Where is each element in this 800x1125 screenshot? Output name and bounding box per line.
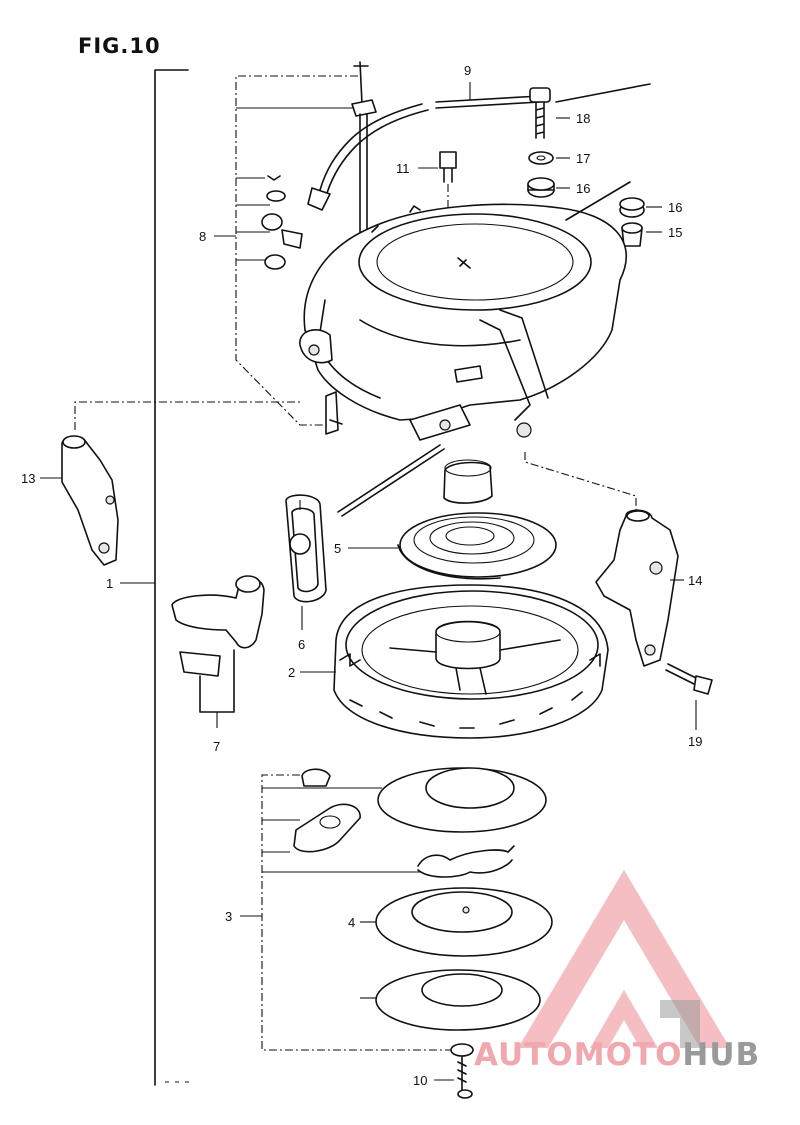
cable-clip	[325, 391, 343, 435]
reel-2	[300, 584, 609, 739]
callout-14: 14	[688, 573, 703, 588]
grommet-16-right	[619, 197, 662, 218]
callout-18: 18	[576, 111, 591, 126]
starter-housing	[299, 181, 631, 441]
callout-19: 19	[688, 734, 703, 749]
leader-lines	[165, 500, 301, 1083]
spiral-spring-5	[348, 459, 557, 580]
stopper-bracket-13	[40, 401, 300, 566]
washer-17	[528, 151, 570, 165]
callout-3: 3	[225, 909, 233, 924]
screw-10	[434, 1043, 474, 1099]
callout-13: 13	[21, 471, 36, 486]
starter-handle-7	[171, 575, 265, 728]
starter-rope	[337, 444, 445, 517]
callout-15: 15	[668, 225, 683, 240]
callout-2: 2	[288, 665, 296, 680]
callout-5: 5	[334, 541, 342, 556]
callout-16-left: 16	[576, 181, 591, 196]
callout-6: 6	[298, 637, 306, 652]
watermark-part-hub: HUB	[682, 1037, 761, 1073]
watermark-brand: AUTOMOTOHUB	[474, 1040, 760, 1071]
callout-16-right: 16	[668, 200, 683, 215]
collar-15	[621, 222, 662, 247]
watermark-part-moto: MOTO	[573, 1037, 683, 1073]
screw-18	[529, 87, 570, 139]
bracket-8	[214, 75, 360, 426]
cable-clamp-parts-8	[261, 61, 377, 270]
plate-4	[360, 887, 553, 1031]
rope-guide-6	[285, 494, 327, 630]
callout-10: 10	[413, 1073, 428, 1088]
callout-8: 8	[199, 229, 207, 244]
callout-17: 17	[576, 151, 591, 166]
grommet-16-left	[527, 177, 570, 198]
callout-4: 4	[348, 915, 356, 930]
assembly-bracket-1	[120, 69, 189, 1086]
callout-9: 9	[464, 63, 472, 78]
callout-1: 1	[106, 576, 114, 591]
callout-11: 11	[396, 161, 410, 176]
friction-plate-group-3	[240, 767, 547, 1051]
watermark-part-auto: AUTO	[474, 1037, 574, 1073]
figure-title: FIG.10	[78, 34, 161, 58]
callout-7: 7	[213, 739, 221, 754]
bracket-14	[524, 452, 684, 667]
bolt-19	[665, 663, 713, 730]
throttle-cable-9	[307, 82, 651, 251]
watermark-logo-icon	[518, 870, 730, 1048]
